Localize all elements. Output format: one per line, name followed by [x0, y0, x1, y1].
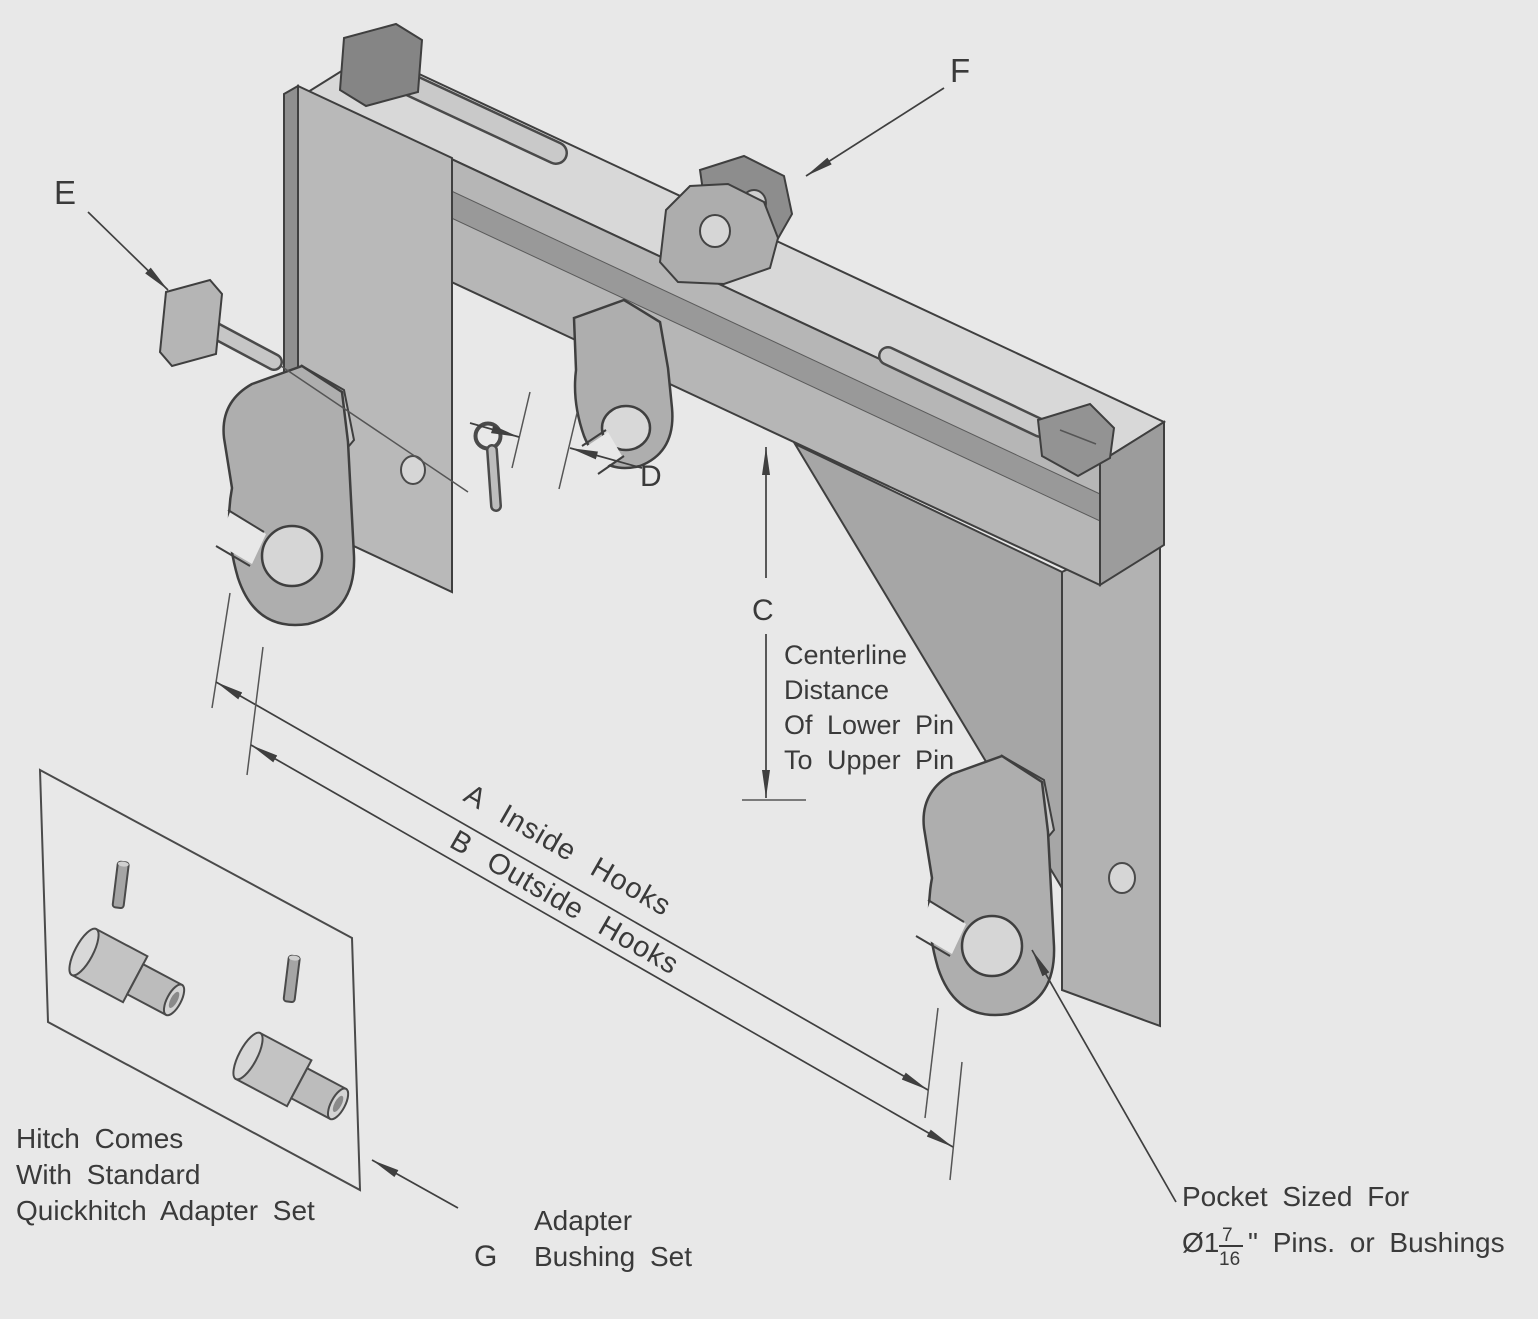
right-side-plate	[1061, 522, 1161, 1028]
adapter-label-line1: Adapter	[534, 1205, 632, 1236]
callout-g: G	[474, 1240, 497, 1273]
centerline-note-line4: To Upper Pin	[784, 745, 954, 775]
callout-d: D	[640, 460, 662, 493]
centerline-note: Centerline Distance Of Lower Pin To Uppe…	[784, 640, 954, 775]
dimension-d	[469, 391, 643, 490]
center-top-hook	[572, 298, 674, 475]
right-plate-hole	[1108, 862, 1136, 894]
adapter-label-line2: Bushing Set	[534, 1241, 692, 1272]
callout-f: F	[950, 52, 970, 89]
leader-pocket	[1031, 949, 1177, 1203]
rod-latch-handle	[1036, 402, 1116, 478]
top-link-clevis	[658, 154, 794, 286]
pocket-note-fraction-denominator: 16	[1219, 1249, 1240, 1270]
adapter-bushing-1	[62, 923, 194, 1028]
pocket-note-fraction-numerator: 7	[1222, 1225, 1233, 1246]
right-lower-hook	[915, 754, 1056, 1017]
left-slide-rod	[338, 22, 568, 165]
lynch-pin	[473, 421, 503, 512]
hitch-note-line2: With Standard	[16, 1159, 200, 1190]
pocket-size-note: Pocket Sized For Ø1 7 16 " Pins. or Bush…	[1182, 1181, 1505, 1270]
hitch-note: Hitch Comes With Standard Quickhitch Ada…	[16, 1123, 315, 1226]
rod-handle-block	[338, 22, 424, 108]
centerline-note-line2: Distance	[784, 675, 889, 705]
right-hook-pocket	[960, 914, 1024, 978]
hitch-note-line3: Quickhitch Adapter Set	[16, 1195, 315, 1226]
callout-c: C	[752, 594, 774, 627]
pocket-note-suffix: " Pins. or Bushings	[1248, 1227, 1505, 1258]
pocket-note-line1: Pocket Sized For	[1182, 1181, 1409, 1212]
right-slide-rod	[878, 346, 1116, 478]
hitch-pin-e	[158, 278, 469, 493]
centerline-note-line1: Centerline	[784, 640, 907, 670]
pocket-note-prefix: Ø1	[1182, 1227, 1219, 1258]
beam-end-cap	[1099, 420, 1165, 587]
centerline-note-line3: Of Lower Pin	[784, 710, 954, 740]
hitch-note-line1: Hitch Comes	[16, 1123, 183, 1154]
left-lower-hook	[215, 364, 356, 627]
leader-e	[87, 211, 169, 291]
leader-g	[371, 1159, 459, 1209]
adapter-pin-2	[282, 953, 302, 1004]
pin-e-head	[158, 278, 224, 368]
clevis-front-hole	[699, 214, 731, 248]
center-hook-pocket	[600, 404, 652, 452]
dimension-b	[246, 646, 963, 1181]
left-hook-pocket	[260, 524, 324, 588]
callout-e: E	[54, 174, 76, 211]
adapter-set-label: Adapter Bushing Set	[534, 1205, 692, 1272]
leader-f	[805, 87, 945, 177]
left-plate-hole	[400, 455, 426, 485]
adapter-bushing-2	[226, 1027, 358, 1132]
adapter-pin-1	[111, 859, 131, 910]
